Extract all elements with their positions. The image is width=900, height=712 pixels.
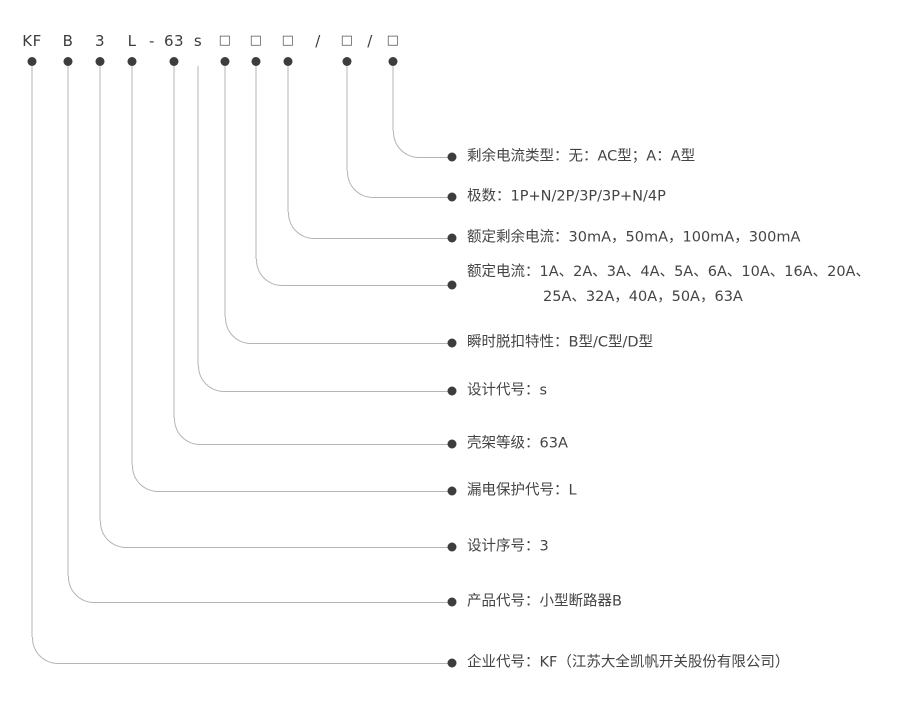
leader-horizontal-instantaneous-trip-characteristic [251,343,448,344]
code-token-13: □ [386,33,400,48]
leader-elbow-frame-rating [174,418,201,445]
leader-elbow-design-code [198,365,225,392]
leader-horizontal-residual-current-type [419,157,448,158]
code-token-2: 3 [94,32,106,50]
leader-horizontal-design-serial-number [126,547,448,548]
callout-label-frame-rating: 壳架等级：63A [467,432,568,457]
label-dot-frame-rating [447,439,457,449]
callout-label-design-code: 设计代号：s [467,379,547,404]
leader-elbow-rated-residual-current [288,212,315,239]
leader-elbow-instantaneous-trip-characteristic [225,317,252,344]
leader-vertical-enterprise-code [31,66,33,637]
label-dot-product-code [447,597,457,607]
leader-vertical-earth-leakage-protection-code [131,66,133,465]
label-dot-earth-leakage-protection-code [447,486,457,496]
leader-horizontal-enterprise-code [58,663,448,664]
code-token-10: / [315,32,321,50]
label-dot-rated-residual-current [447,233,457,243]
code-token-12: / [367,32,373,50]
code-token-11: □ [340,33,354,48]
callout-label-line1-design-code: 设计代号：s [467,382,548,399]
callout-label-line1-pole-number: 极数：1P+N/2P/3P/3P+N/4P [467,188,666,205]
stem-dot-rated-residual-current [283,57,293,66]
callout-label-rated-residual-current: 额定剩余电流：30mA，50mA，100mA，300mA [467,226,800,251]
stem-dot-earth-leakage-protection-code [127,57,137,66]
callout-label-line1-earth-leakage-protection-code: 漏电保护代号：L [467,482,577,499]
callout-label-instantaneous-trip-characteristic: 瞬时脱扣特性：B型/C型/D型 [467,331,653,356]
code-token-4: - [149,32,155,50]
label-dot-enterprise-code [447,658,457,668]
leader-vertical-residual-current-type [392,66,394,131]
leader-horizontal-product-code [94,602,448,603]
stem-dot-enterprise-code [27,57,37,66]
label-dot-residual-current-type [447,152,457,162]
stem-dot-instantaneous-trip-characteristic [220,57,230,66]
callout-label-line1-enterprise-code: 企业代号：KF（江苏大全凯帆开关股份有限公司） [467,654,790,671]
code-token-6: s [193,32,203,50]
callout-label-enterprise-code: 企业代号：KF（江苏大全凯帆开关股份有限公司） [467,651,789,676]
code-token-8: □ [249,33,263,48]
label-dot-rated-current [447,280,457,290]
stem-dot-design-serial-number [95,57,105,66]
callout-label-design-serial-number: 设计序号：3 [467,535,549,560]
leader-elbow-enterprise-code [32,637,59,664]
leader-horizontal-rated-current [282,285,448,286]
leader-elbow-rated-current [256,259,283,286]
callout-label-line1-instantaneous-trip-characteristic: 瞬时脱扣特性：B型/C型/D型 [467,334,654,351]
code-token-0: KF [22,32,42,50]
leader-vertical-design-serial-number [99,66,101,521]
callout-label-line1-product-code: 产品代号：小型断路器B [467,593,622,610]
callout-label-residual-current-type: 剩余电流类型：无：AC型；A：A型 [467,145,695,170]
leader-horizontal-design-code [224,391,448,392]
leader-vertical-rated-current [255,66,257,259]
code-token-7: □ [218,33,232,48]
callout-label-line1-rated-current: 额定电流：1A、2A、3A、4A、5A、6A、10A、16A、20A、 [467,264,870,280]
code-token-9: □ [281,33,295,48]
stem-dot-rated-current [251,57,261,66]
model-code-row: KF B 3 L-63 s □ □ □ / □ / □ [0,30,900,60]
leader-vertical-frame-rating [173,66,175,418]
label-dot-design-serial-number [447,542,457,552]
callout-label-product-code: 产品代号：小型断路器B [467,590,622,615]
leader-elbow-pole-number [347,171,374,198]
leader-vertical-product-code [67,66,69,576]
leader-vertical-rated-residual-current [287,66,289,212]
leader-elbow-product-code [68,576,95,603]
leader-horizontal-pole-number [373,197,448,198]
label-dot-pole-number [447,192,457,202]
leader-vertical-pole-number [346,66,348,171]
leader-horizontal-rated-residual-current [314,238,448,239]
callout-label-line1-residual-current-type: 剩余电流类型：无：AC型；A：A型 [467,148,696,165]
leader-elbow-design-serial-number [100,521,127,548]
leader-vertical-instantaneous-trip-characteristic [224,66,226,317]
stem-dot-product-code [63,57,73,66]
leader-horizontal-earth-leakage-protection-code [158,491,448,492]
code-token-3: L [127,32,137,50]
label-dot-instantaneous-trip-characteristic [447,338,457,348]
callout-label-earth-leakage-protection-code: 漏电保护代号：L [467,479,577,504]
leader-horizontal-frame-rating [200,444,448,445]
callout-label-rated-current: 额定电流：1A、2A、3A、4A、5A、6A、10A、16A、20A、 25A、3… [467,260,870,310]
leader-elbow-earth-leakage-protection-code [132,465,159,492]
callout-label-line2-rated-current: 25A、32A，40A，50A，63A [543,289,743,305]
code-token-1: B [62,32,74,50]
label-dot-design-code [447,386,457,396]
callout-label-pole-number: 极数：1P+N/2P/3P/3P+N/4P [467,185,666,210]
stem-dot-pole-number [342,57,352,66]
callout-label-line1-design-serial-number: 设计序号：3 [467,538,549,555]
code-token-5: 63 [163,32,185,50]
stem-dot-residual-current-type [388,57,398,66]
leader-elbow-residual-current-type [393,131,420,158]
callout-label-line1-rated-residual-current: 额定剩余电流：30mA，50mA，100mA，300mA [467,229,801,246]
stem-dot-frame-rating [169,57,179,66]
leader-vertical-design-code [197,66,199,365]
callout-label-line1-frame-rating: 壳架等级：63A [467,435,568,452]
